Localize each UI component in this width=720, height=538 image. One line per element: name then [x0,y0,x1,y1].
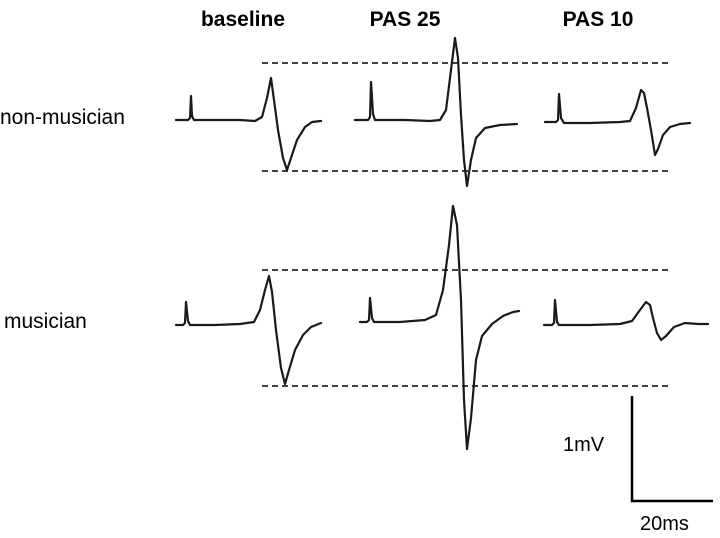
trace-nonmusician-pas10 [543,88,692,157]
column-title-pas10: PAS 10 [563,8,634,31]
scale-label-time: 20ms [640,513,689,535]
column-title-pas25: PAS 25 [370,8,441,31]
column-title-baseline: baseline [201,8,285,31]
scale-label-amplitude: 1mV [563,434,605,456]
trace-musician-pas25 [358,204,521,451]
trace-nonmusician-baseline [174,76,323,172]
trace-musician-pas10 [542,298,710,342]
trace-nonmusician-pas25 [353,36,519,188]
row-label-musician: musician [4,310,87,333]
scale-bar [630,396,713,503]
row-label-non-musician: non-musician [0,106,125,129]
trace-musician-baseline [174,274,323,386]
